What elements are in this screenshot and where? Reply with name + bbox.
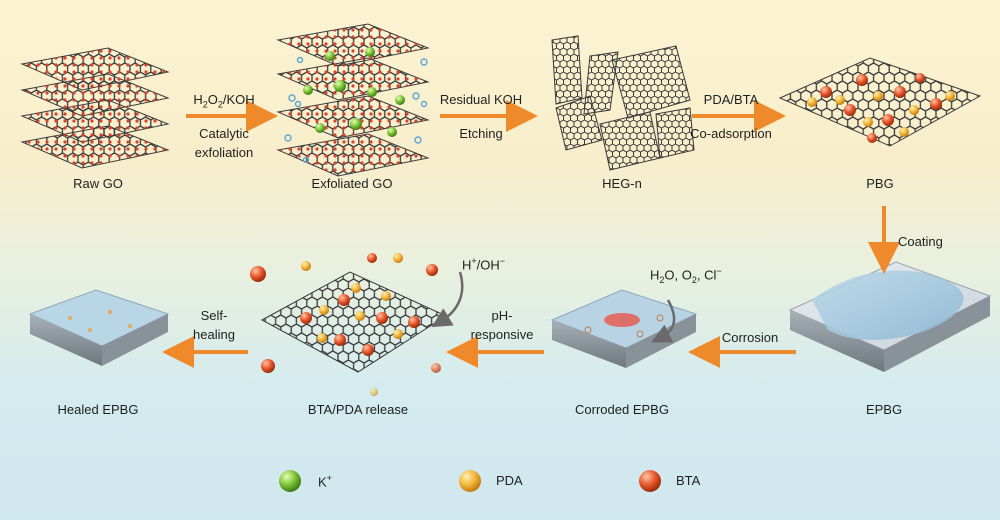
process-arrows [162, 100, 900, 368]
corrosive-arrow [651, 299, 676, 343]
healed-epbg-illustration [28, 289, 170, 366]
label-exfoliated-go: Exfoliated GO [311, 176, 393, 191]
legend-pda-label: PDA [496, 473, 523, 488]
step7-self-healing: Self-healing [193, 308, 235, 342]
label-epbg: EPBG [865, 402, 903, 417]
corroded-epbg-illustration [550, 289, 698, 368]
exfoliated-go-illustration [276, 23, 430, 177]
step2-reagent: Residual KOH [439, 92, 523, 107]
pbg-illustration [778, 57, 982, 147]
stimulus-label: H+/OH− [462, 256, 506, 273]
label-corroded-epbg: Corroded EPBG [575, 402, 669, 417]
legend-k-label: K+ [318, 473, 332, 490]
release-illustration [250, 253, 464, 396]
step3-process: Co-adsorption [690, 126, 772, 141]
label-healed-epbg: Healed EPBG [57, 402, 139, 417]
step6-ph-responsive: pH-responsive [470, 308, 534, 342]
legend-bta-sphere [639, 470, 661, 492]
corrosive-agents-label: H2O, O2, Cl− [650, 266, 722, 285]
step5-corrosion: Corrosion [721, 330, 779, 345]
label-raw-go: Raw GO [73, 176, 123, 191]
step4-coating: Coating [898, 234, 943, 249]
legend-pda-sphere [459, 470, 481, 492]
step2-process: Etching [459, 126, 503, 141]
label-heg-n: HEG-n [602, 176, 642, 191]
raw-go-illustration [20, 47, 170, 169]
label-release: BTA/PDA release [307, 402, 409, 417]
epbg-illustration [788, 261, 992, 372]
label-pbg: PBG [866, 176, 894, 191]
step1-reagent: H2O2/KOH [193, 92, 255, 110]
heg-n-illustration [551, 35, 695, 171]
step3-reagent: PDA/BTA [703, 92, 759, 107]
legend-k-sphere [279, 470, 301, 492]
legend-bta-label: BTA [676, 473, 701, 488]
